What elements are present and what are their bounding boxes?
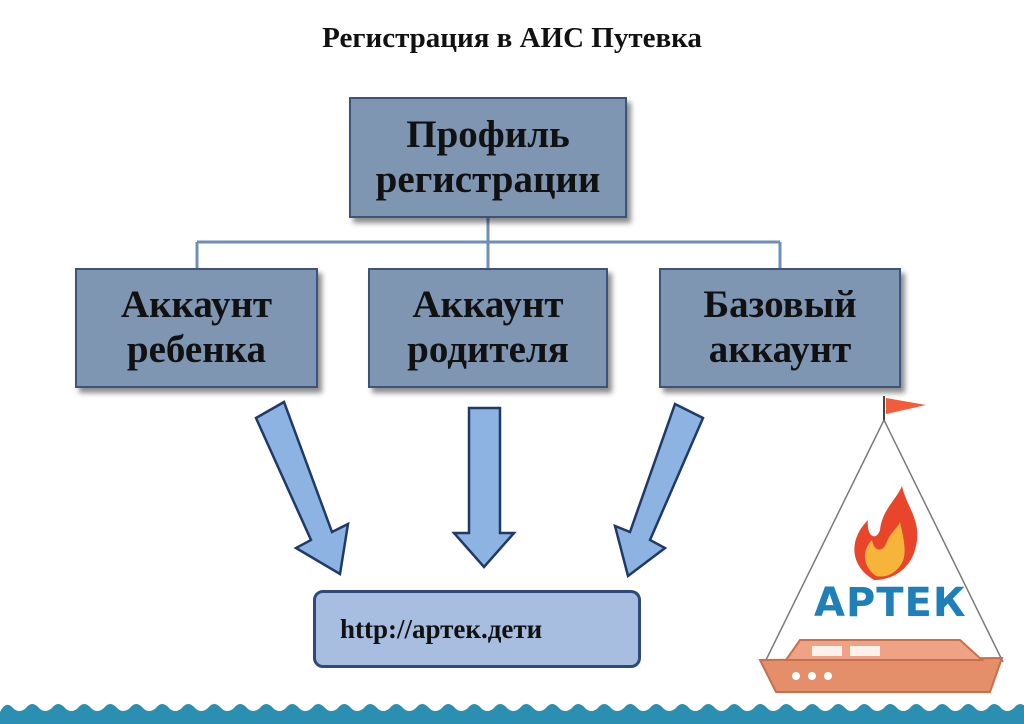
- url-text: http://артек.дети: [340, 613, 543, 644]
- parent-account-line2: родителя: [407, 328, 569, 371]
- basic-account-line2: аккаунт: [708, 328, 852, 371]
- wave-shape: [0, 704, 1024, 724]
- child-account-box: Аккаунт ребенка: [75, 268, 318, 388]
- arrow-left: [254, 400, 350, 577]
- profile-box-line2: регистрации: [375, 157, 601, 201]
- basic-account-line1: Базовый: [703, 283, 857, 327]
- artek-logo-text: АРТЕК: [814, 580, 967, 626]
- child-account-line1: Аккаунт: [120, 283, 273, 327]
- parent-account-box: Аккаунт родителя: [368, 268, 608, 388]
- parent-account-line1: Аккаунт: [412, 283, 564, 327]
- arrow-middle: [451, 406, 517, 569]
- arrow-right: [613, 402, 705, 579]
- profile-box-line1: Профиль: [406, 112, 570, 156]
- slide-title: Регистрация в АИС Путевка: [322, 22, 702, 54]
- basic-account-box: Базовый аккаунт: [659, 268, 901, 388]
- url-box: http://артек.дети: [313, 590, 641, 668]
- child-account-line2: ребенка: [126, 328, 267, 371]
- profile-box: Профиль регистрации: [349, 97, 627, 218]
